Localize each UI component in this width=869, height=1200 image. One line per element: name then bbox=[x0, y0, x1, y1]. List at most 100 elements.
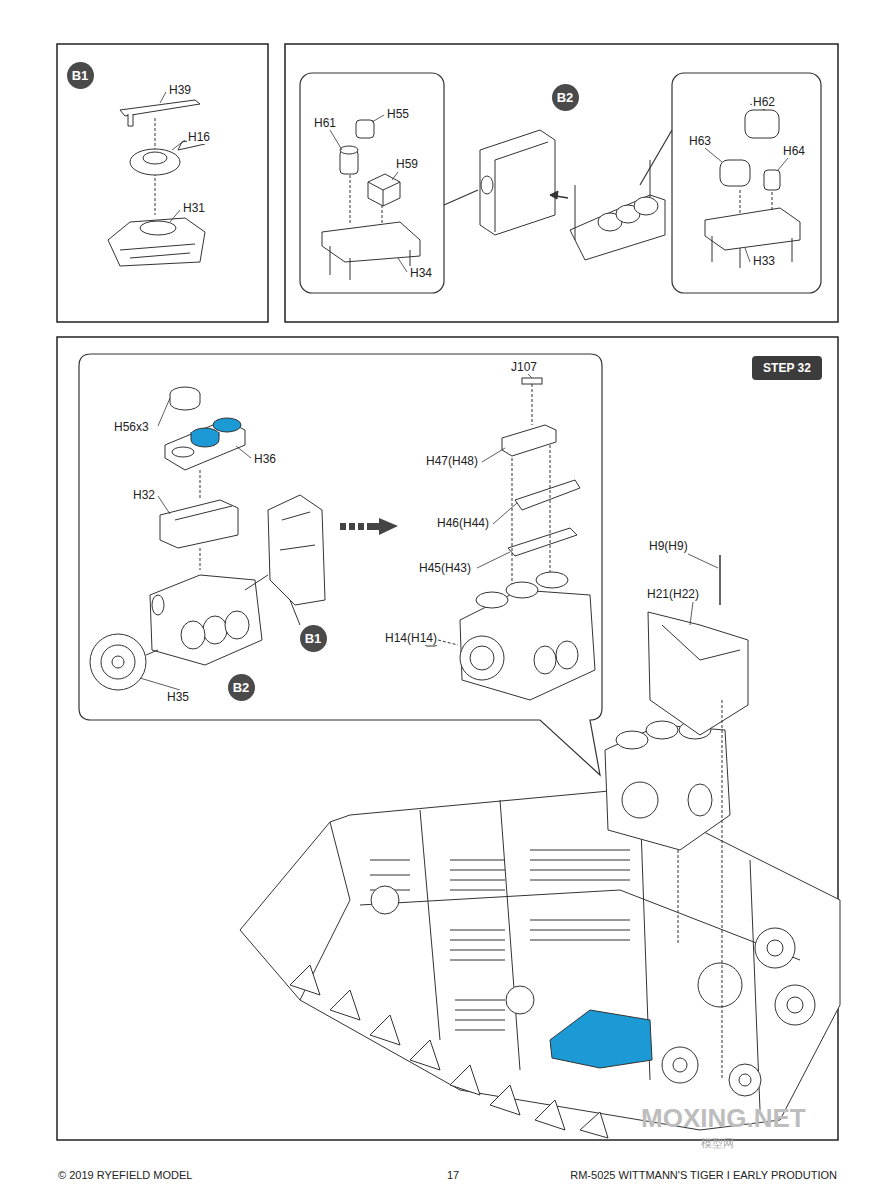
leader-line bbox=[158, 398, 170, 426]
assembly-arrow bbox=[349, 523, 355, 530]
part-drawing bbox=[245, 575, 268, 590]
watermark: MOXING.NET bbox=[640, 1104, 807, 1133]
part-drawing bbox=[550, 191, 558, 199]
part-drawing bbox=[203, 616, 227, 644]
part-drawing bbox=[688, 784, 712, 816]
part-drawing bbox=[508, 528, 577, 556]
part-drawing bbox=[112, 656, 124, 668]
part-drawing bbox=[213, 418, 241, 432]
part-number: H14(H14) bbox=[384, 631, 438, 645]
part-number: H64 bbox=[782, 144, 806, 158]
part-number: H56x3 bbox=[113, 420, 150, 434]
part-drawing bbox=[605, 555, 748, 1080]
part-drawing bbox=[290, 600, 300, 625]
hull-drawing bbox=[767, 940, 783, 956]
part-drawing bbox=[506, 582, 538, 598]
hull-drawing bbox=[775, 985, 815, 1025]
part-drawing bbox=[191, 432, 219, 447]
part-number: H36 bbox=[253, 452, 277, 466]
part-drawing bbox=[120, 244, 195, 258]
part-drawing bbox=[470, 646, 494, 670]
part-drawing bbox=[712, 236, 792, 268]
part-drawing bbox=[634, 197, 658, 215]
leader-line bbox=[778, 158, 788, 170]
leader-line bbox=[493, 503, 517, 524]
part-drawing bbox=[616, 731, 648, 749]
assembly-arrow bbox=[379, 518, 398, 535]
leader-line bbox=[140, 678, 180, 690]
hull-drawing bbox=[240, 790, 840, 1130]
part-drawing bbox=[330, 246, 410, 280]
part-drawing bbox=[382, 205, 383, 225]
part-drawing bbox=[705, 208, 800, 250]
leader-line bbox=[528, 374, 532, 378]
part-drawing bbox=[425, 378, 595, 700]
part-drawing bbox=[722, 700, 723, 1080]
leader-line bbox=[398, 258, 407, 272]
part-drawing bbox=[622, 782, 658, 818]
part-drawing bbox=[140, 221, 176, 235]
part-drawing bbox=[534, 646, 556, 674]
badge-text: B2 bbox=[233, 680, 250, 695]
hull-drawing bbox=[506, 986, 534, 1014]
assembly-arrow bbox=[367, 523, 379, 530]
footer-text: © 2019 RYEFIELD MODEL bbox=[57, 1168, 193, 1182]
subassembly-badge: B2 bbox=[552, 84, 579, 111]
part-drawing bbox=[575, 185, 576, 240]
part-drawing bbox=[476, 592, 508, 608]
callout-inset bbox=[79, 73, 821, 775]
part-drawing bbox=[128, 114, 133, 126]
part-drawing bbox=[480, 130, 555, 235]
badge-text: B2 bbox=[557, 90, 574, 105]
part-drawing bbox=[772, 192, 773, 212]
callout-inset bbox=[672, 73, 821, 293]
part-drawing bbox=[101, 645, 135, 679]
hull-drawing bbox=[370, 860, 410, 890]
part-drawing bbox=[646, 721, 678, 739]
part-drawing bbox=[146, 650, 158, 655]
leader-line bbox=[236, 446, 251, 458]
leader-line bbox=[392, 172, 398, 180]
part-drawing bbox=[740, 190, 741, 215]
part-number: H47(H48) bbox=[425, 454, 479, 468]
leader-line bbox=[172, 140, 185, 150]
hull-drawing bbox=[550, 1010, 652, 1068]
subassembly-badge: B1 bbox=[300, 625, 327, 652]
watermark: 模型网 bbox=[700, 1136, 735, 1150]
leader-line bbox=[688, 554, 718, 568]
assembly-arrow bbox=[340, 523, 346, 530]
leader-line bbox=[690, 602, 693, 625]
badge-text: STEP 32 bbox=[763, 361, 811, 375]
part-drawing bbox=[650, 160, 651, 200]
part-drawing bbox=[512, 458, 513, 600]
subassembly-badge: B2 bbox=[228, 674, 255, 701]
hull-drawing bbox=[240, 790, 840, 1138]
part-drawing bbox=[648, 612, 748, 735]
leader-line bbox=[477, 552, 510, 568]
part-drawing bbox=[152, 595, 164, 615]
callout-inset bbox=[444, 190, 478, 205]
part-drawing bbox=[108, 218, 205, 266]
leader-line bbox=[372, 115, 384, 122]
part-drawing bbox=[322, 222, 420, 262]
callout-inset bbox=[640, 130, 672, 185]
leader-line bbox=[158, 496, 170, 514]
part-number: H46(H44) bbox=[436, 516, 490, 530]
part-number: H9(H9) bbox=[648, 539, 689, 553]
part-drawing bbox=[678, 850, 679, 945]
hull-drawing bbox=[420, 800, 760, 1110]
part-number: H63 bbox=[688, 134, 712, 148]
part-number: H31 bbox=[182, 201, 206, 215]
part-number: H16 bbox=[187, 130, 211, 144]
part-drawing bbox=[605, 725, 730, 850]
part-drawing bbox=[181, 621, 205, 649]
hull-drawing bbox=[360, 890, 800, 960]
part-drawing bbox=[200, 470, 201, 500]
hull-drawing bbox=[530, 850, 630, 940]
leader-line bbox=[745, 248, 750, 262]
part-drawing bbox=[438, 640, 458, 645]
subassembly-badge: B1 bbox=[67, 62, 94, 89]
part-drawing bbox=[170, 394, 200, 410]
footer-text: 17 bbox=[446, 1168, 460, 1182]
